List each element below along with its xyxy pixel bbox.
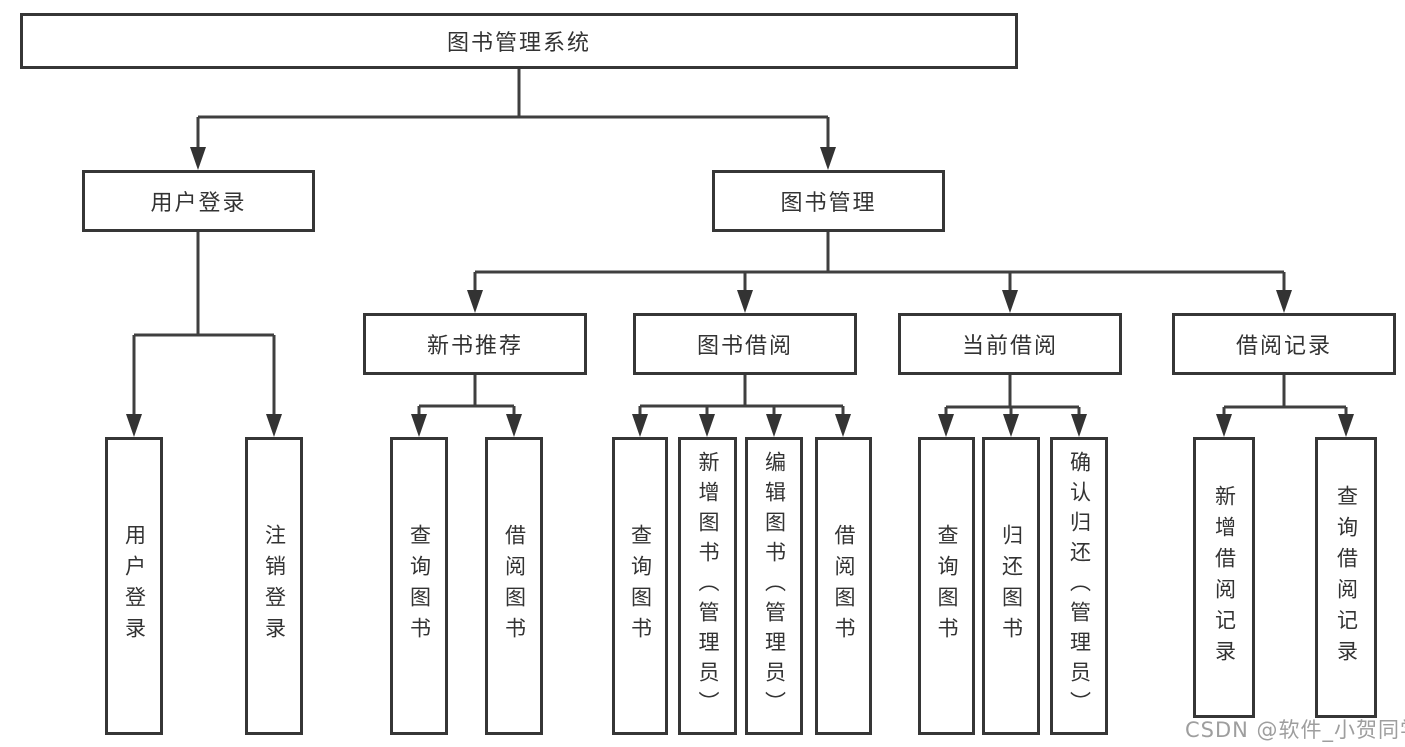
leaf-add-borrow-record-label: 新增借阅记录 — [1212, 484, 1237, 671]
leaf-confirm-return-admin: 确认归还（管理员） — [1050, 437, 1108, 735]
leaf-user-login: 用户登录 — [105, 437, 163, 735]
leaf-edit-books-admin: 编辑图书（管理员） — [745, 437, 803, 735]
tree-branch-lines — [132, 69, 1348, 418]
leaf-borrow-books-recommend-label: 借阅图书 — [502, 524, 527, 648]
leaf-return-books: 归还图书 — [982, 437, 1040, 735]
node-current-borrow-label: 当前借阅 — [961, 334, 1058, 359]
leaf-query-borrow-record: 查询借阅记录 — [1315, 437, 1377, 718]
leaf-user-login-label: 用户登录 — [122, 524, 147, 648]
node-user-login-label: 用户登录 — [150, 191, 247, 216]
leaf-query-books-current-label: 查询图书 — [935, 524, 959, 648]
leaf-confirm-return-admin-label: 确认归还（管理员） — [1067, 451, 1092, 721]
node-book-management-label: 图书管理 — [780, 191, 877, 216]
leaf-query-books-recommend: 查询图书 — [390, 437, 448, 735]
leaf-add-books-admin: 新增图书（管理员） — [678, 437, 737, 735]
leaf-borrow-books: 借阅图书 — [815, 437, 872, 735]
leaf-logout-label: 注销登录 — [262, 524, 287, 648]
leaf-return-books-label: 归还图书 — [999, 524, 1024, 648]
node-user-login: 用户登录 — [82, 170, 315, 232]
leaf-logout: 注销登录 — [245, 437, 303, 735]
leaf-edit-books-admin-label: 编辑图书（管理员） — [762, 451, 787, 721]
leaf-query-books-borrow-label: 查询图书 — [628, 524, 653, 648]
leaf-query-books-recommend-label: 查询图书 — [407, 524, 432, 648]
node-book-management: 图书管理 — [712, 170, 945, 232]
node-new-book-recommend-label: 新书推荐 — [426, 334, 523, 359]
arrowheads — [126, 147, 1354, 437]
node-book-borrow-label: 图书借阅 — [696, 334, 793, 359]
leaf-query-books-borrow: 查询图书 — [612, 437, 668, 735]
node-borrow-records-label: 借阅记录 — [1235, 334, 1332, 359]
node-current-borrow: 当前借阅 — [898, 313, 1122, 375]
csdn-watermark: CSDN @软件_小贺同学 — [1185, 718, 1405, 742]
node-root: 图书管理系统 — [20, 13, 1018, 69]
leaf-borrow-books-recommend: 借阅图书 — [485, 437, 543, 735]
node-borrow-records: 借阅记录 — [1172, 313, 1396, 375]
leaf-query-books-current: 查询图书 — [918, 437, 975, 735]
node-book-borrow: 图书借阅 — [633, 313, 857, 375]
leaf-query-borrow-record-label: 查询借阅记录 — [1334, 484, 1359, 671]
leaf-add-borrow-record: 新增借阅记录 — [1193, 437, 1255, 718]
node-root-label: 图书管理系统 — [446, 31, 591, 56]
node-new-book-recommend: 新书推荐 — [363, 313, 587, 375]
leaf-borrow-books-label: 借阅图书 — [832, 524, 856, 648]
leaf-add-books-admin-label: 新增图书（管理员） — [696, 451, 720, 721]
